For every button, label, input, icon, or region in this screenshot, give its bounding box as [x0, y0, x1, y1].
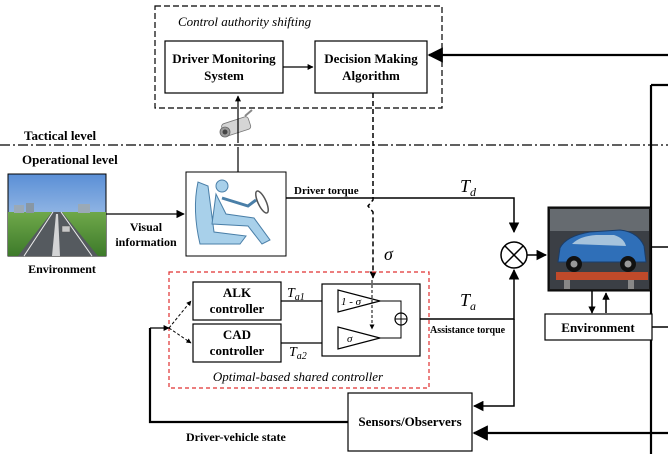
operational-level-label: Operational level [22, 152, 118, 167]
summing-junction [500, 241, 528, 269]
fan-to-cad [168, 327, 192, 344]
ta2-label: Ta2 [289, 345, 307, 362]
alk-line1: ALK [223, 285, 252, 300]
visual-info-line1: Visual [130, 220, 163, 234]
td-label: Td [460, 176, 477, 199]
ta1-label: Ta1 [287, 286, 305, 303]
control-authority-label: Control authority shifting [178, 14, 312, 29]
driver-vehicle-state-line [148, 328, 348, 424]
gain-triangle-top [337, 289, 383, 313]
sigma-label: σ [384, 244, 394, 264]
optimal-controller-label: Optimal-based shared controller [213, 369, 384, 384]
sensors-label: Sensors/Observers [358, 414, 461, 429]
cad-controller-box [192, 323, 282, 363]
fan-to-alk [168, 300, 192, 329]
sensors-box [347, 392, 473, 452]
road-scene-image [7, 173, 107, 257]
alk-line2: controller [210, 301, 265, 316]
junction-to-sensors-arrow [472, 319, 515, 412]
camera-icon [219, 109, 253, 138]
gain-top-to-sum [380, 300, 402, 313]
visual-info-line2: information [115, 235, 177, 249]
gain-bottom-label: σ [347, 333, 353, 345]
driver-vehicle-state-label: Driver-vehicle state [186, 430, 287, 444]
driver-monitoring-line1: Driver Monitoring [172, 51, 276, 66]
alk-controller-box [192, 281, 282, 321]
environment-right-label: Environment [561, 320, 635, 335]
decision-making-line1: Decision Making [324, 51, 418, 66]
gain-triangle-bottom [337, 326, 383, 350]
environment-left-label: Environment [28, 262, 96, 276]
driver-monitoring-box [164, 40, 284, 94]
driver-monitoring-line2: System [204, 68, 244, 83]
cad-line2: controller [210, 343, 265, 358]
decision-making-box [314, 40, 428, 94]
cad-line1: CAD [223, 327, 251, 342]
driver-torque-arrow [286, 197, 520, 234]
driver-torque-label: Driver torque [294, 185, 359, 197]
assistance-torque-label: Assistance torque [430, 325, 506, 336]
tactical-level-label: Tactical level [24, 128, 96, 143]
ta-label: Ta [460, 290, 476, 313]
decision-making-line2: Algorithm [342, 68, 400, 83]
driver-in-seat-illustration [185, 171, 287, 257]
sigma-dashed-arrow [367, 93, 377, 279]
gain-bottom-to-sum [380, 325, 402, 339]
environment-right-box [544, 313, 653, 341]
gain-top-label: 1 - σ [341, 296, 362, 308]
car-on-test-bench-photo [547, 206, 652, 292]
control-authority-group: Control authority shifting Driver Monito… [154, 5, 443, 109]
